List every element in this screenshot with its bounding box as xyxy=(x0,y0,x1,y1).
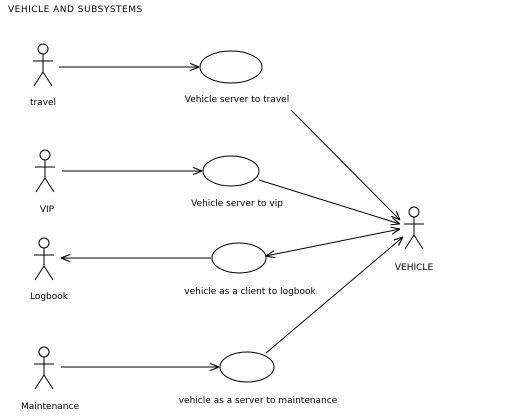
use-case-logbook xyxy=(211,242,267,274)
actor-label-travel: travel xyxy=(30,98,56,108)
use-case-label-logbook: vehicle as a client to logbook xyxy=(184,287,316,297)
actor-vip xyxy=(35,149,55,193)
use-case-travel xyxy=(199,50,263,84)
arrow-vip-usecase-to-vehicle xyxy=(258,179,400,224)
actor-travel xyxy=(33,43,53,87)
actor-label-vip: VIP xyxy=(40,205,55,215)
diagram-title: VEHICLE AND SUBSYSTEMS xyxy=(8,5,143,15)
actor-logbook xyxy=(34,237,54,281)
actor-vehicle xyxy=(404,206,424,250)
arrow-vehicle-to-logbook-usecase xyxy=(266,229,400,256)
use-case-label-travel: Vehicle server to travel xyxy=(185,95,289,105)
arrow-maintenance-usecase-to-vehicle xyxy=(265,237,403,354)
actor-label-logbook: Logbook xyxy=(30,292,69,302)
use-case-label-vip: Vehicle server to vip xyxy=(191,199,283,209)
use-case-vip xyxy=(202,155,260,187)
use-case-maintenance xyxy=(219,351,275,383)
actor-maintenance xyxy=(34,346,54,390)
actor-label-vehicle: VEHICLE xyxy=(395,263,434,273)
arrow-travel-usecase-to-vehicle xyxy=(290,109,400,220)
use-case-label-maintenance: vehicle as a server to maintenance xyxy=(179,396,338,406)
actor-label-maintenance: Maintenance xyxy=(21,402,79,412)
